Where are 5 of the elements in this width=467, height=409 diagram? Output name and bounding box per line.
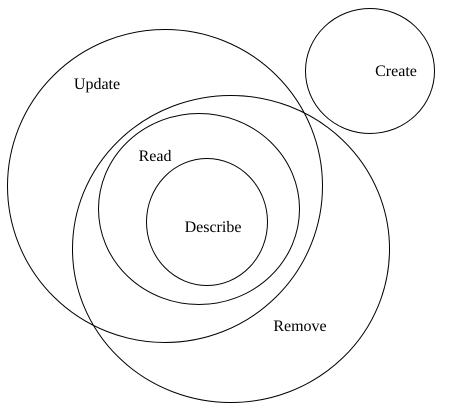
set-label: Read — [138, 148, 172, 166]
set-label: Create — [375, 63, 417, 81]
set-label: Remove — [273, 318, 327, 336]
set-label: Update — [74, 76, 120, 94]
set-label: Describe — [184, 219, 242, 237]
